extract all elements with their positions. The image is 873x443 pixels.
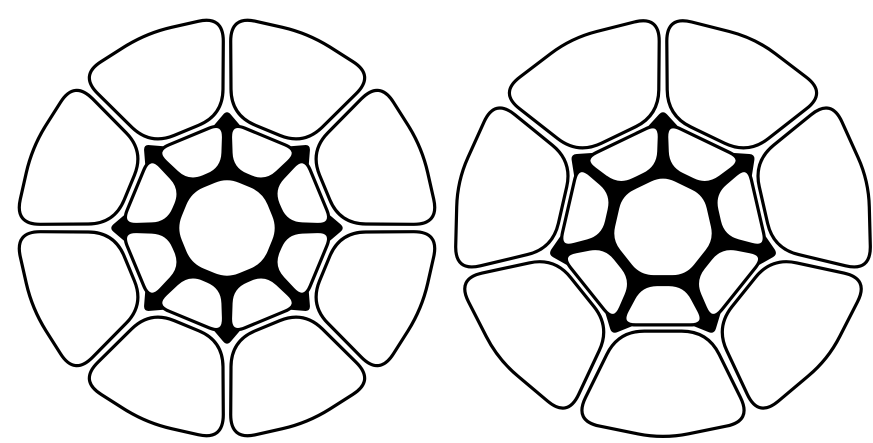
outer-ring-cell — [582, 331, 744, 436]
figure-left-8fold — [19, 20, 434, 435]
center-cell — [613, 177, 714, 277]
center-cell — [178, 179, 277, 278]
figure-right-7fold — [456, 21, 871, 437]
